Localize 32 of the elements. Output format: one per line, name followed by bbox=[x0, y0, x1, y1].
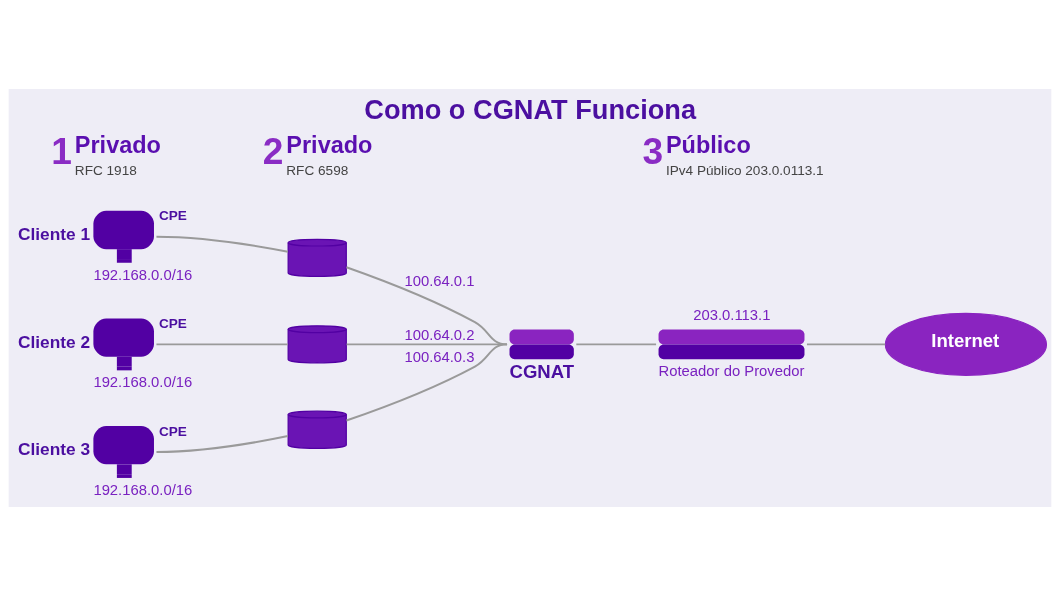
node-label: 203.0.113.1 bbox=[693, 307, 771, 324]
node-label: 192.168.0.0/16 bbox=[93, 481, 193, 498]
node-label: CGNAT bbox=[509, 360, 575, 382]
connector bbox=[805, 343, 887, 346]
edge-label: 100.64.0.3 bbox=[404, 349, 475, 366]
label: RFC 1918 bbox=[74, 162, 137, 178]
label: 1 bbox=[51, 129, 72, 172]
label: RFC 6598 bbox=[286, 162, 349, 178]
label: Privado bbox=[286, 131, 373, 158]
label: IPv4 Público 203.0.0113.1 bbox=[665, 162, 824, 178]
connector bbox=[345, 343, 509, 422]
node-label: Cliente 1 bbox=[17, 224, 91, 245]
label: 3 bbox=[642, 129, 664, 172]
connector bbox=[155, 235, 289, 253]
node-label: Cliente 2 bbox=[17, 331, 91, 352]
node-label: CPE bbox=[158, 208, 187, 224]
label: Privado bbox=[74, 131, 161, 158]
node-label: 192.168.0.0/16 bbox=[93, 266, 193, 283]
diagram-title: Como o CGNAT Funciona bbox=[364, 94, 697, 126]
connector bbox=[155, 435, 289, 453]
edge-label: 100.64.0.1 bbox=[404, 272, 475, 289]
label: 2 bbox=[262, 129, 284, 172]
node-label: 192.168.0.0/16 bbox=[93, 374, 193, 391]
node-ellipse: Internet bbox=[884, 312, 1048, 376]
node-label: Cliente 3 bbox=[17, 439, 91, 460]
node-label: CPE bbox=[158, 316, 187, 332]
connector bbox=[575, 343, 658, 346]
node-label: Roteador do Provedor bbox=[658, 363, 805, 380]
label: Público bbox=[665, 131, 751, 158]
node-label: CPE bbox=[158, 423, 187, 439]
edge-label: 100.64.0.2 bbox=[404, 327, 475, 344]
connector bbox=[155, 343, 289, 346]
